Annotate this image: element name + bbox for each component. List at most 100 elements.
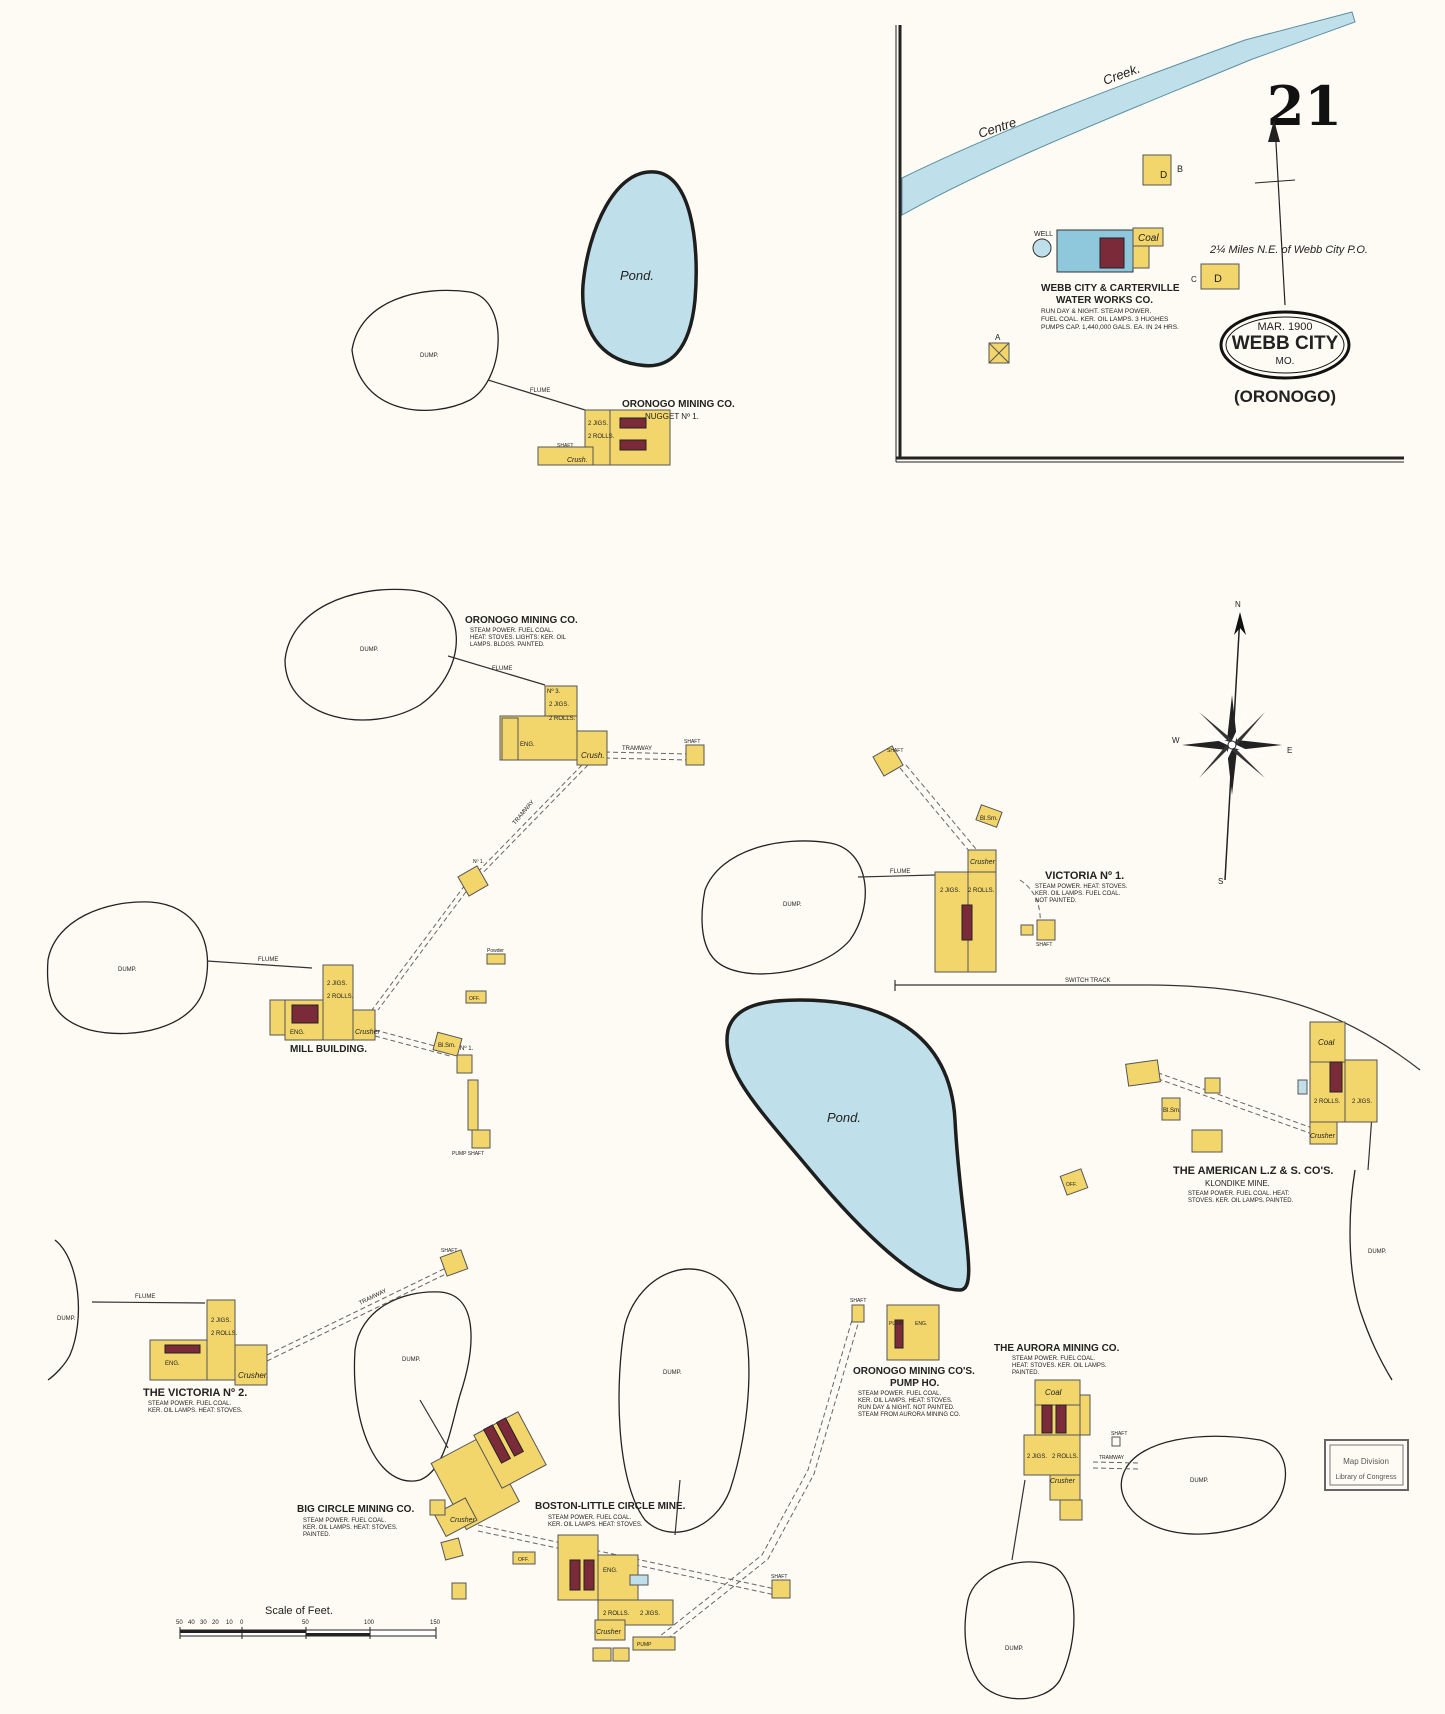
- svg-text:DUMP.: DUMP.: [783, 902, 802, 908]
- svg-text:DUMP.: DUMP.: [402, 1357, 421, 1363]
- well: [1032, 238, 1052, 258]
- klondike-office: [1059, 1168, 1089, 1196]
- cartouche-town: (ORONOGO): [1234, 387, 1336, 406]
- dump-victoria1: [701, 840, 866, 975]
- svg-text:DUMP.: DUMP.: [1005, 1646, 1024, 1652]
- svg-text:PUMP: PUMP: [889, 1321, 904, 1327]
- victoria1-title: VICTORIA Nº 1.: [1045, 870, 1124, 882]
- blacksmith: [432, 1031, 463, 1057]
- dump-nugget: [351, 289, 499, 411]
- switch-track: [895, 984, 1421, 1071]
- pump-shaft: [471, 1129, 491, 1149]
- svg-text:SHAFT: SHAFT: [1111, 1431, 1127, 1437]
- victoria1-shaft: [1036, 919, 1056, 941]
- svg-text:2 ROLLS.: 2 ROLLS.: [327, 994, 354, 1000]
- svg-text:Crusher: Crusher: [238, 1371, 267, 1380]
- building-b: [1142, 154, 1172, 186]
- pump-house-sub: PUMP HO.: [890, 1378, 939, 1389]
- svg-text:50: 50: [176, 1620, 183, 1626]
- dump-victoria2: [47, 1239, 79, 1381]
- svg-text:SHAFT: SHAFT: [887, 748, 903, 754]
- svg-text:DUMP.: DUMP.: [118, 967, 137, 973]
- svg-text:Crusher: Crusher: [596, 1629, 622, 1636]
- pond-center-label: Pond.: [827, 1110, 861, 1125]
- svg-text:Coal: Coal: [1318, 1038, 1335, 1047]
- scale-bar: Scale of Feet. 50 40 30 20 10 0 50 100 1…: [176, 1605, 441, 1639]
- svg-text:STEAM POWER. FUEL COAL.: STEAM POWER. FUEL COAL.: [858, 1391, 941, 1397]
- svg-text:Nº 1.: Nº 1.: [460, 1045, 474, 1052]
- tramway-boston-pump: [654, 1319, 853, 1641]
- nugget-mine: 2 JIGS. 2 ROLLS. Crush. SHAFT ORONOGO MI…: [537, 399, 735, 466]
- svg-text:SHAFT: SHAFT: [684, 739, 700, 745]
- svg-text:Bl.Sm.: Bl.Sm.: [980, 816, 998, 822]
- svg-text:SHAFT: SHAFT: [1036, 942, 1052, 948]
- pond-north: [580, 170, 698, 368]
- mill-building-title: MILL BUILDING.: [290, 1044, 367, 1055]
- svg-text:PAINTED.: PAINTED.: [303, 1532, 331, 1538]
- svg-text:FLUME: FLUME: [258, 957, 278, 963]
- svg-text:10: 10: [226, 1620, 233, 1626]
- svg-text:Crusher: Crusher: [1310, 1133, 1336, 1140]
- svg-text:ENG.: ENG.: [915, 1321, 927, 1327]
- svg-text:C: C: [1191, 275, 1197, 284]
- small-building-no1: [457, 865, 489, 897]
- svg-text:STEAM POWER. FUEL COAL.: STEAM POWER. FUEL COAL.: [148, 1401, 231, 1407]
- aurora-title: THE AURORA MINING CO.: [994, 1343, 1120, 1354]
- victoria2-title: THE VICTORIA Nº 2.: [143, 1387, 247, 1399]
- svg-text:STEAM POWER. HEAT: STOVES.: STEAM POWER. HEAT: STOVES.: [1035, 884, 1128, 890]
- cartouche-state: MO.: [1276, 356, 1295, 367]
- cartouche-date: MAR. 1900: [1257, 321, 1312, 333]
- klondike-title: THE AMERICAN L.Z & S. CO'S.: [1173, 1165, 1334, 1177]
- stamp-line2: Library of Congress: [1335, 1474, 1397, 1481]
- bigcircle-office: [512, 1551, 536, 1565]
- svg-text:30: 30: [200, 1620, 207, 1626]
- svg-text:2 ROLLS.: 2 ROLLS.: [1314, 1099, 1341, 1105]
- svg-text:STEAM POWER. FUEL COAL.: STEAM POWER. FUEL COAL.: [1012, 1356, 1095, 1362]
- distance-note: 2¼ Miles N.E. of Webb City P.O.: [1209, 244, 1368, 256]
- svg-text:2 ROLLS.: 2 ROLLS.: [1052, 1454, 1079, 1460]
- svg-text:FLUME: FLUME: [135, 1294, 155, 1300]
- svg-text:D: D: [1160, 170, 1167, 181]
- svg-text:STEAM POWER. FUEL COAL.: STEAM POWER. FUEL COAL.: [470, 628, 553, 634]
- svg-text:Crush.: Crush.: [567, 457, 588, 464]
- mill-building: 2 JIGS. 2 ROLLS. ENG. Crusher MILL BUILD…: [269, 964, 381, 1055]
- svg-text:D: D: [1214, 273, 1222, 285]
- svg-text:S: S: [1218, 877, 1223, 886]
- svg-text:STEAM FROM AURORA MINING CO.: STEAM FROM AURORA MINING CO.: [858, 1412, 961, 1418]
- boston-title: BOSTON-LITTLE CIRCLE MINE.: [535, 1501, 686, 1512]
- svg-text:SHAFT: SHAFT: [850, 1298, 866, 1304]
- svg-text:KER. OIL LAMPS. HEAT: STOVES.: KER. OIL LAMPS. HEAT: STOVES.: [303, 1525, 398, 1531]
- waterworks-title-1: WEBB CITY & CARTERVILLE: [1041, 283, 1180, 294]
- svg-text:TRAMWAY: TRAMWAY: [1099, 1455, 1125, 1461]
- tramway-victoria2: [266, 1264, 453, 1356]
- svg-text:Crusher: Crusher: [1050, 1478, 1076, 1485]
- flume-oronogo3: [447, 655, 546, 686]
- klondike-sub: KLONDIKE MINE.: [1205, 1179, 1270, 1188]
- oronogo3-title: ORONOGO MINING CO.: [465, 615, 578, 626]
- svg-text:N: N: [1235, 600, 1241, 609]
- svg-text:2 JIGS.: 2 JIGS.: [640, 1611, 660, 1617]
- victoria1-blsm: [975, 804, 1003, 828]
- svg-text:NOT PAINTED.: NOT PAINTED.: [1035, 898, 1077, 904]
- svg-text:E: E: [1287, 746, 1292, 755]
- svg-text:Crusher: Crusher: [450, 1517, 476, 1524]
- building-d: [1200, 263, 1240, 290]
- svg-text:KER. OIL LAMPS. FUEL COAL.: KER. OIL LAMPS. FUEL COAL.: [1035, 891, 1121, 897]
- nugget-sub: NUGGET Nº 1.: [645, 412, 699, 421]
- victoria2-shaft: [439, 1249, 469, 1277]
- svg-text:DUMP.: DUMP.: [1368, 1249, 1387, 1255]
- nugget-title: ORONOGO MINING CO.: [622, 399, 735, 410]
- centre-creek: [901, 11, 1356, 216]
- svg-text:ENG.: ENG.: [520, 742, 535, 748]
- svg-text:KER. OIL LAMPS. HEAT: STOVES.: KER. OIL LAMPS. HEAT: STOVES.: [858, 1398, 953, 1404]
- svg-text:2 JIGS.: 2 JIGS.: [549, 702, 569, 708]
- pump-house-title: ORONOGO MINING CO'S.: [853, 1366, 975, 1377]
- dump-boston: [618, 1268, 750, 1533]
- flume-klondike: [1367, 1114, 1373, 1171]
- svg-text:Nº 3.: Nº 3.: [547, 688, 561, 695]
- svg-text:W: W: [1172, 736, 1180, 745]
- compass-rose: N S E W: [1172, 600, 1292, 886]
- svg-text:2 JIGS.: 2 JIGS.: [940, 888, 960, 894]
- svg-text:40: 40: [188, 1620, 195, 1626]
